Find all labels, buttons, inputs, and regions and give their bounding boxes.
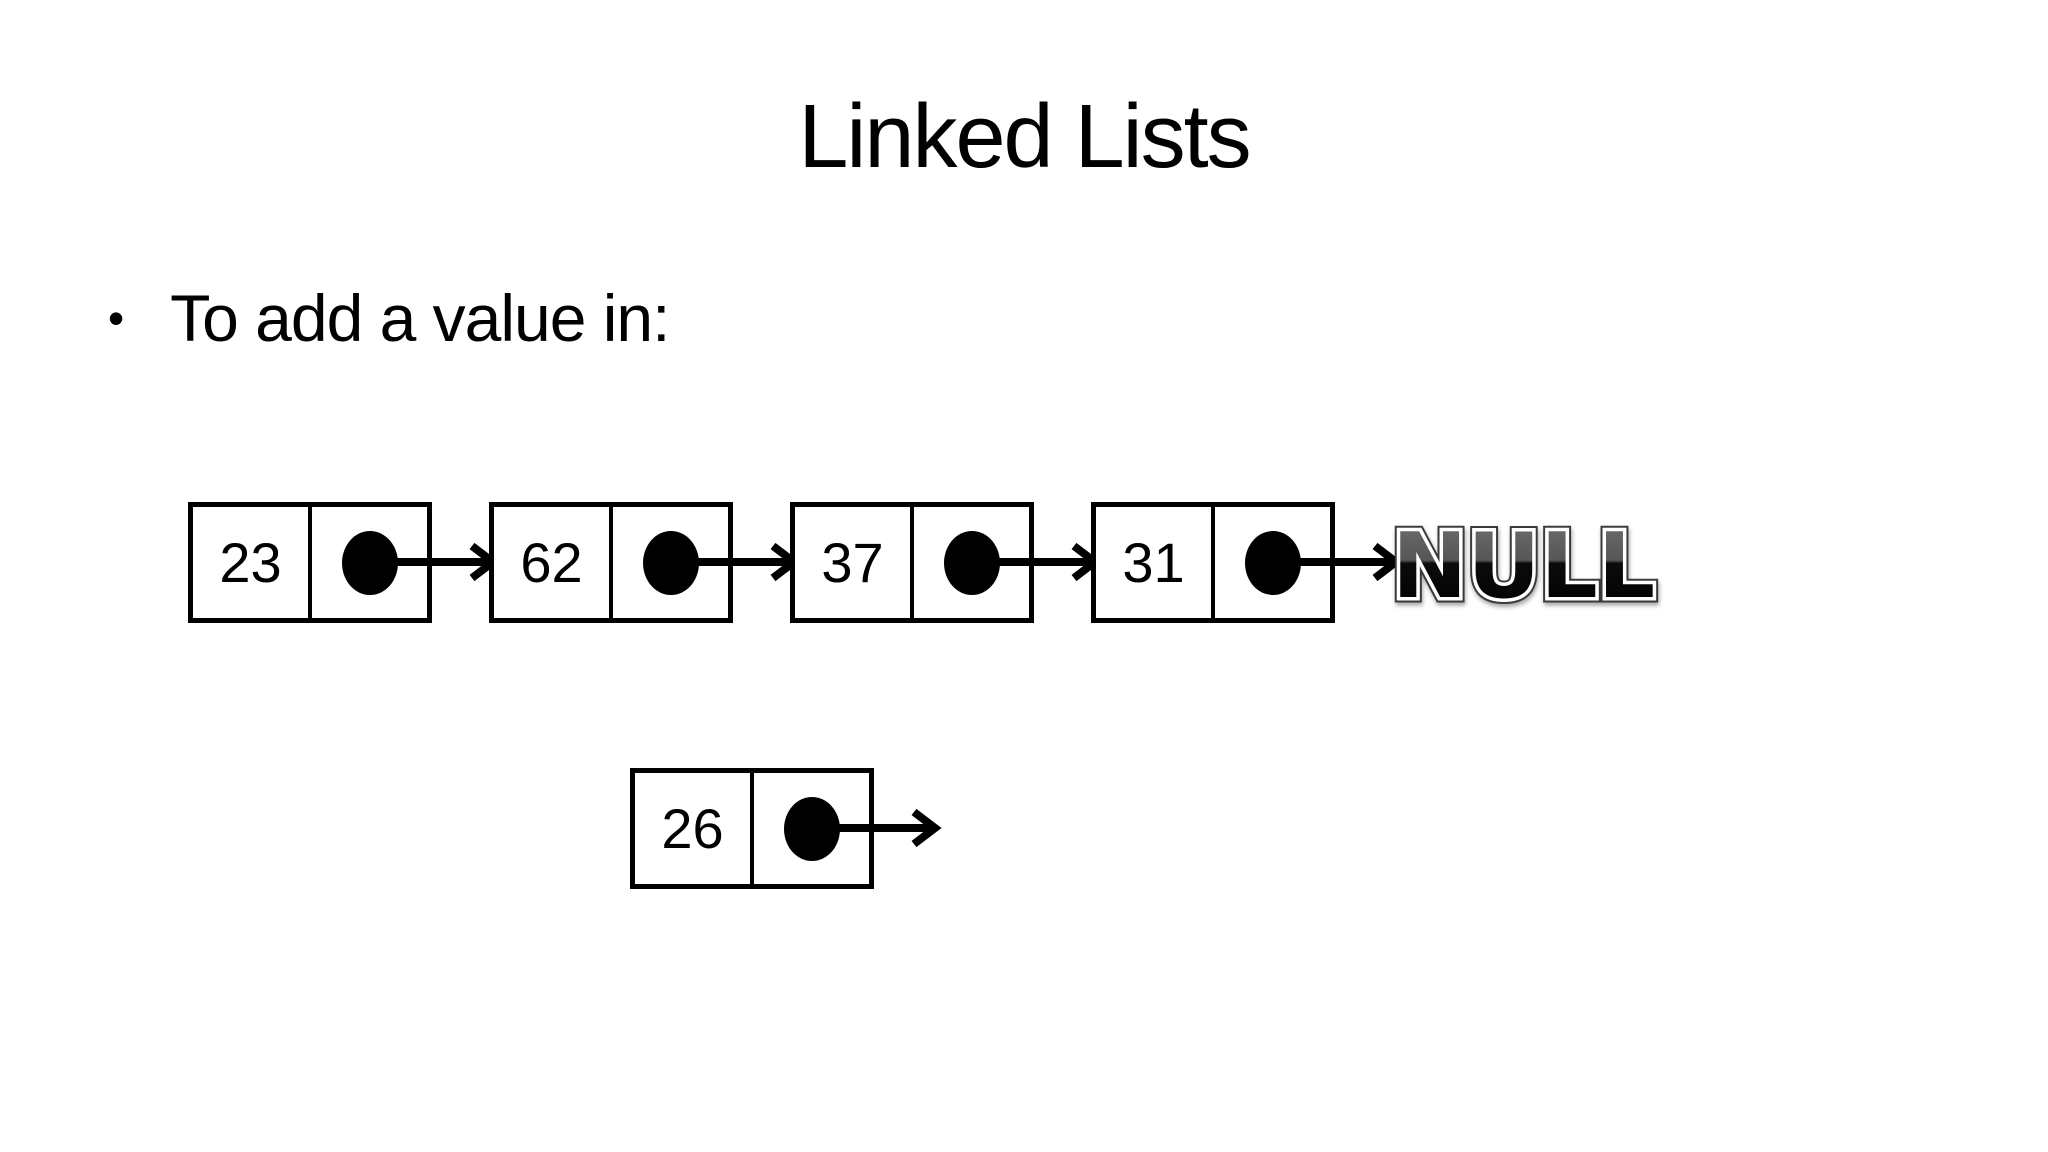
list-node-4: 31 bbox=[1091, 502, 1403, 623]
node-value: 23 bbox=[219, 531, 282, 594]
node-value: 62 bbox=[520, 531, 583, 594]
null-outer-outline: NULL bbox=[1392, 514, 1655, 619]
node-value: 31 bbox=[1122, 531, 1185, 594]
null-label: NULL bbox=[1392, 514, 1655, 619]
list-node-2: 62 bbox=[489, 502, 801, 623]
pointer-dot-icon bbox=[943, 530, 1000, 595]
bullet-text: To add a value in: bbox=[170, 281, 670, 355]
new-node: 26 bbox=[630, 768, 942, 889]
list-node-1: 23 bbox=[188, 502, 500, 623]
node-pointer-cell bbox=[308, 507, 427, 618]
slide-title: Linked Lists bbox=[798, 87, 1251, 187]
node-pointer-cell bbox=[609, 507, 728, 618]
node-pointer-cell bbox=[910, 507, 1029, 618]
pointer-dot-icon bbox=[341, 530, 398, 595]
bullet-item: • To add a value in: bbox=[108, 281, 670, 355]
pointer-dot-icon bbox=[783, 796, 840, 861]
null-terminator: NULL NULL NULL bbox=[1387, 509, 1661, 625]
null-inner-outline: NULL bbox=[1392, 514, 1655, 619]
node-pointer-cell bbox=[1211, 507, 1330, 618]
list-node-3: 37 bbox=[790, 502, 1102, 623]
node-value: 37 bbox=[821, 531, 884, 594]
pointer-dot-icon bbox=[642, 530, 699, 595]
node-pointer-cell bbox=[750, 773, 869, 884]
bullet-icon: • bbox=[108, 292, 125, 344]
pointer-dot-icon bbox=[1244, 530, 1301, 595]
node-value: 26 bbox=[661, 797, 724, 860]
